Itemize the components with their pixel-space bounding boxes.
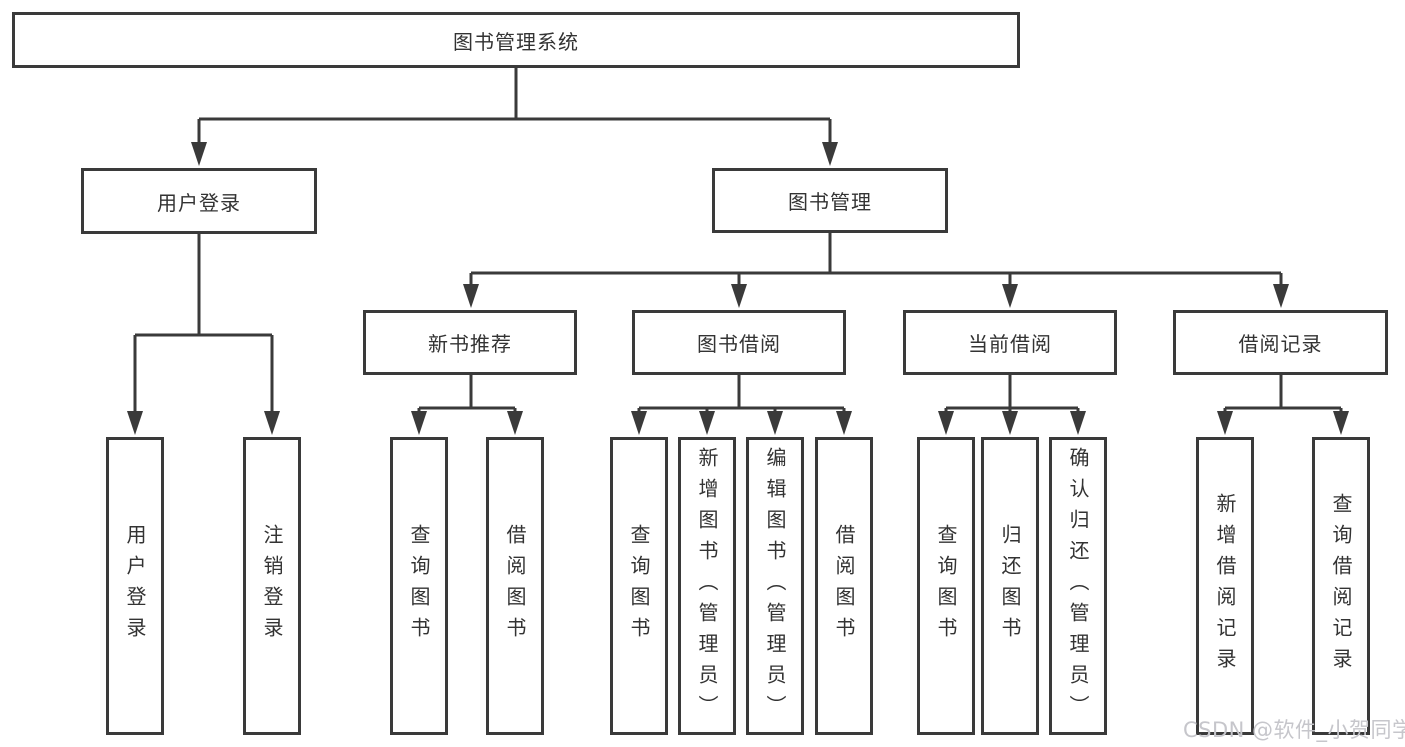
node-user-login: 用户登录 <box>81 168 317 234</box>
leaf-user-login: 用户登录 <box>106 437 164 735</box>
leaf-logout-label: 注销登录 <box>260 524 284 648</box>
leaf-return-books-label: 归还图书 <box>998 524 1022 648</box>
leaf-add-books-admin-label: 新增图书（管理员） <box>695 446 719 726</box>
leaf-query-books-recommend-label: 查询图书 <box>407 524 431 648</box>
leaf-edit-books-admin: 编辑图书（管理员） <box>746 437 804 735</box>
leaf-query-borrow-record-label: 查询借阅记录 <box>1329 493 1353 679</box>
node-user-login-label: 用户登录 <box>157 190 241 215</box>
leaf-query-books-borrowing-label: 查询图书 <box>627 524 651 648</box>
node-root-label: 图书管理系统 <box>453 29 579 54</box>
leaf-query-books-recommend: 查询图书 <box>390 437 448 735</box>
node-book-management-label: 图书管理 <box>788 190 872 214</box>
leaf-logout: 注销登录 <box>243 437 301 735</box>
leaf-query-borrow-record: 查询借阅记录 <box>1312 437 1370 735</box>
node-borrowing-records: 借阅记录 <box>1173 310 1388 375</box>
node-new-book-recommend-label: 新书推荐 <box>428 332 512 356</box>
leaf-borrow-books-recommend: 借阅图书 <box>486 437 544 735</box>
leaf-add-books-admin: 新增图书（管理员） <box>678 437 736 735</box>
leaf-edit-books-admin-label: 编辑图书（管理员） <box>763 446 787 726</box>
leaf-add-borrow-record-label: 新增借阅记录 <box>1213 493 1237 679</box>
node-current-borrowing: 当前借阅 <box>903 310 1117 375</box>
node-book-borrowing: 图书借阅 <box>632 310 846 375</box>
leaf-user-login-label: 用户登录 <box>123 524 147 648</box>
node-book-borrowing-label: 图书借阅 <box>697 332 781 356</box>
node-current-borrowing-label: 当前借阅 <box>968 332 1052 356</box>
leaf-borrow-books-borrowing-label: 借阅图书 <box>832 524 856 648</box>
csdn-watermark: CSDN @软件_小贺同学 <box>1183 718 1405 742</box>
leaf-query-books-current: 查询图书 <box>917 437 975 735</box>
node-book-management: 图书管理 <box>712 168 948 233</box>
leaf-confirm-return-admin-label: 确认归还（管理员） <box>1066 446 1090 726</box>
leaf-add-borrow-record: 新增借阅记录 <box>1196 437 1254 735</box>
leaf-query-books-borrowing: 查询图书 <box>610 437 668 735</box>
node-borrowing-records-label: 借阅记录 <box>1238 332 1323 356</box>
leaf-query-books-current-label: 查询图书 <box>934 524 958 648</box>
leaf-return-books: 归还图书 <box>981 437 1039 735</box>
node-root: 图书管理系统 <box>12 12 1020 68</box>
leaf-confirm-return-admin: 确认归还（管理员） <box>1049 437 1107 735</box>
leaf-borrow-books-recommend-label: 借阅图书 <box>503 524 527 648</box>
node-new-book-recommend: 新书推荐 <box>363 310 577 375</box>
leaf-borrow-books-borrowing: 借阅图书 <box>815 437 873 735</box>
